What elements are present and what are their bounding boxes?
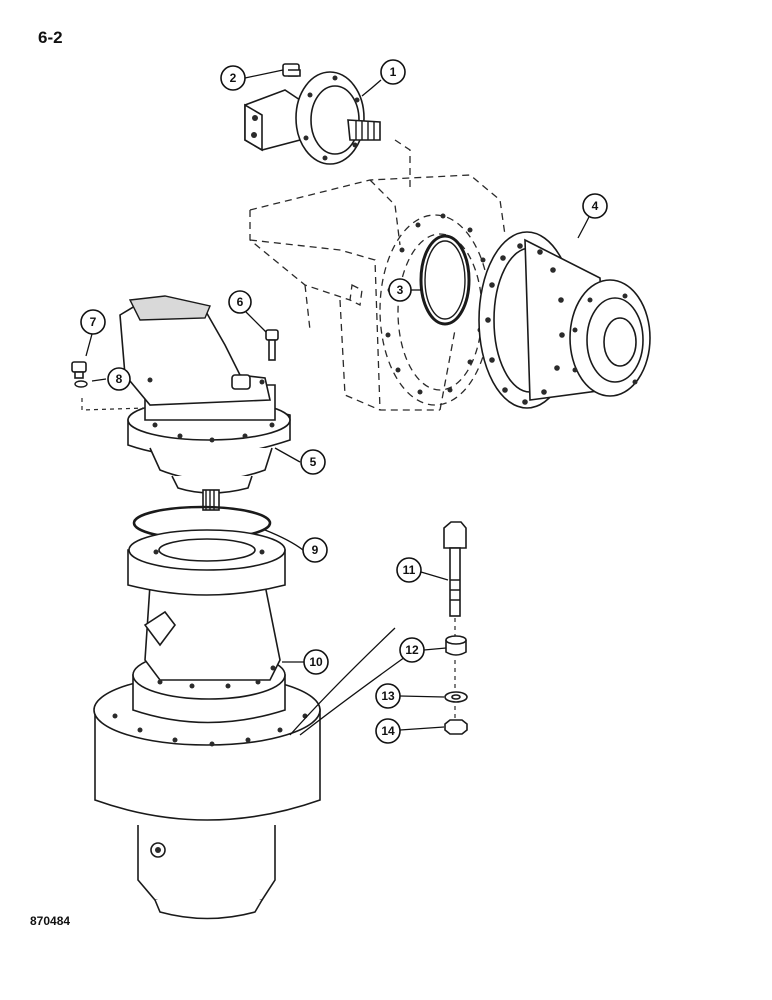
callout-14: 14 <box>375 718 401 744</box>
callout-12-label: 12 <box>405 643 419 657</box>
callout-1: 1 <box>380 59 406 85</box>
part-8-seal <box>74 380 146 411</box>
callout-14-label: 14 <box>381 724 395 738</box>
part-10-swing-gearbox <box>93 529 413 920</box>
axle-housing-outline <box>249 139 506 411</box>
callout-3-label: 3 <box>397 283 404 297</box>
callout-2: 2 <box>220 65 246 91</box>
callout-5-label: 5 <box>310 455 317 469</box>
callout-12: 12 <box>399 637 425 663</box>
part-12-spacer <box>445 635 467 688</box>
drawing-number: 870484 <box>30 914 71 928</box>
part-13-washer <box>444 691 468 718</box>
callout-11-label: 11 <box>403 563 416 577</box>
callout-13-label: 13 <box>381 689 395 703</box>
callout-10: 10 <box>303 649 329 675</box>
part-7-plug <box>71 361 87 379</box>
callout-11: 11 <box>396 557 422 583</box>
callout-6-label: 6 <box>237 295 244 309</box>
callout-4-label: 4 <box>592 199 599 213</box>
callout-leaders <box>85 69 592 731</box>
callout-8: 8 <box>107 367 131 391</box>
callout-13: 13 <box>375 683 401 709</box>
callout-9-label: 9 <box>312 543 319 557</box>
part-3-o-ring <box>419 234 471 326</box>
part-6-bolt <box>265 329 279 361</box>
part-2-bolt <box>282 63 301 77</box>
callout-4: 4 <box>582 193 608 219</box>
part-14-nut <box>444 719 468 735</box>
part-4-wheel-hub-drive <box>478 231 651 409</box>
page-number: 6-2 <box>38 28 63 47</box>
callout-7-label: 7 <box>90 315 97 329</box>
callout-10-label: 10 <box>309 655 323 669</box>
part-11-bolt <box>443 521 467 638</box>
part-1-hydraulic-motor <box>244 71 381 165</box>
callout-8-label: 8 <box>116 372 123 386</box>
callout-5: 5 <box>300 449 326 475</box>
callout-7: 7 <box>80 309 106 335</box>
callout-9: 9 <box>302 537 328 563</box>
part-5-swing-motor <box>119 295 291 511</box>
callout-2-label: 2 <box>230 71 237 85</box>
callout-3: 3 <box>388 278 412 302</box>
callout-1-label: 1 <box>390 65 397 79</box>
callout-6: 6 <box>228 290 252 314</box>
